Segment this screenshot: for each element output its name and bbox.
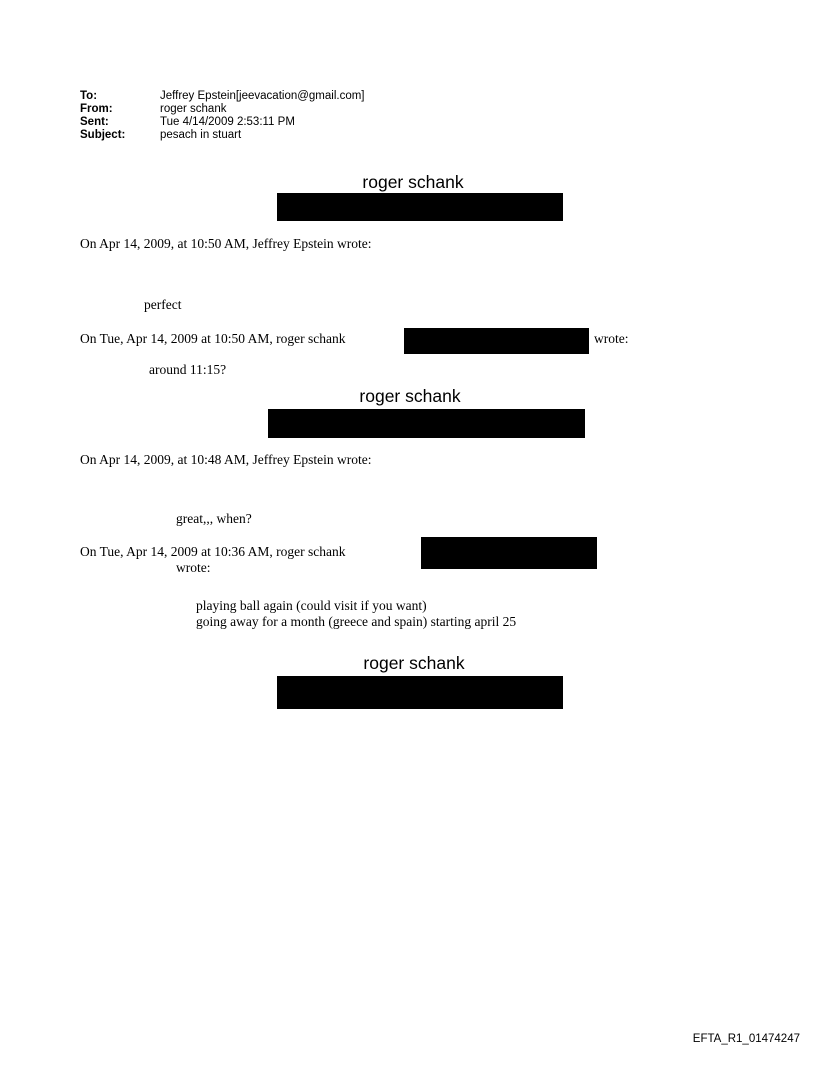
redaction — [268, 409, 585, 438]
subject-value: pesach in stuart — [160, 129, 242, 141]
quote-header: On Apr 14, 2009, at 10:48 AM, Jeffrey Ep… — [80, 452, 372, 467]
signature: roger schank — [359, 386, 461, 406]
document-id: EFTA_R1_01474247 — [692, 1033, 800, 1045]
signature: roger schank — [363, 653, 465, 673]
to-label: To: — [80, 90, 98, 102]
redaction — [404, 328, 589, 354]
message-text: going away for a month (greece and spain… — [196, 614, 517, 629]
from-row: From: roger schank — [80, 103, 226, 116]
to-row: To: Jeffrey Epstein[jeevacation@gmail.com… — [80, 90, 365, 103]
signature: roger schank — [362, 172, 464, 192]
redaction — [277, 676, 563, 709]
quote-header-end: wrote: — [176, 560, 211, 575]
subject-row: Subject: pesach in stuart — [80, 129, 241, 142]
to-value: Jeffrey Epstein[jeevacation@gmail.com] — [160, 90, 365, 102]
quote-header: On Tue, Apr 14, 2009 at 10:50 AM, roger … — [80, 331, 346, 346]
quote-header: On Apr 14, 2009, at 10:50 AM, Jeffrey Ep… — [80, 236, 372, 251]
sent-row: Sent: Tue 4/14/2009 2:53:11 PM — [80, 116, 295, 129]
quote-header: On Tue, Apr 14, 2009 at 10:36 AM, roger … — [80, 544, 346, 559]
sent-label: Sent: — [80, 116, 109, 128]
message-text: around 11:15? — [149, 362, 227, 377]
redaction — [277, 193, 563, 221]
quote-header-end: wrote: — [594, 331, 629, 346]
message-text: playing ball again (could visit if you w… — [196, 598, 427, 613]
redaction — [421, 537, 597, 569]
message-text: great,,, when? — [176, 511, 252, 526]
from-value: roger schank — [160, 103, 227, 115]
sent-value: Tue 4/14/2009 2:53:11 PM — [160, 116, 295, 128]
from-label: From: — [80, 103, 113, 115]
message-text: perfect — [144, 297, 182, 312]
subject-label: Subject: — [80, 129, 126, 141]
